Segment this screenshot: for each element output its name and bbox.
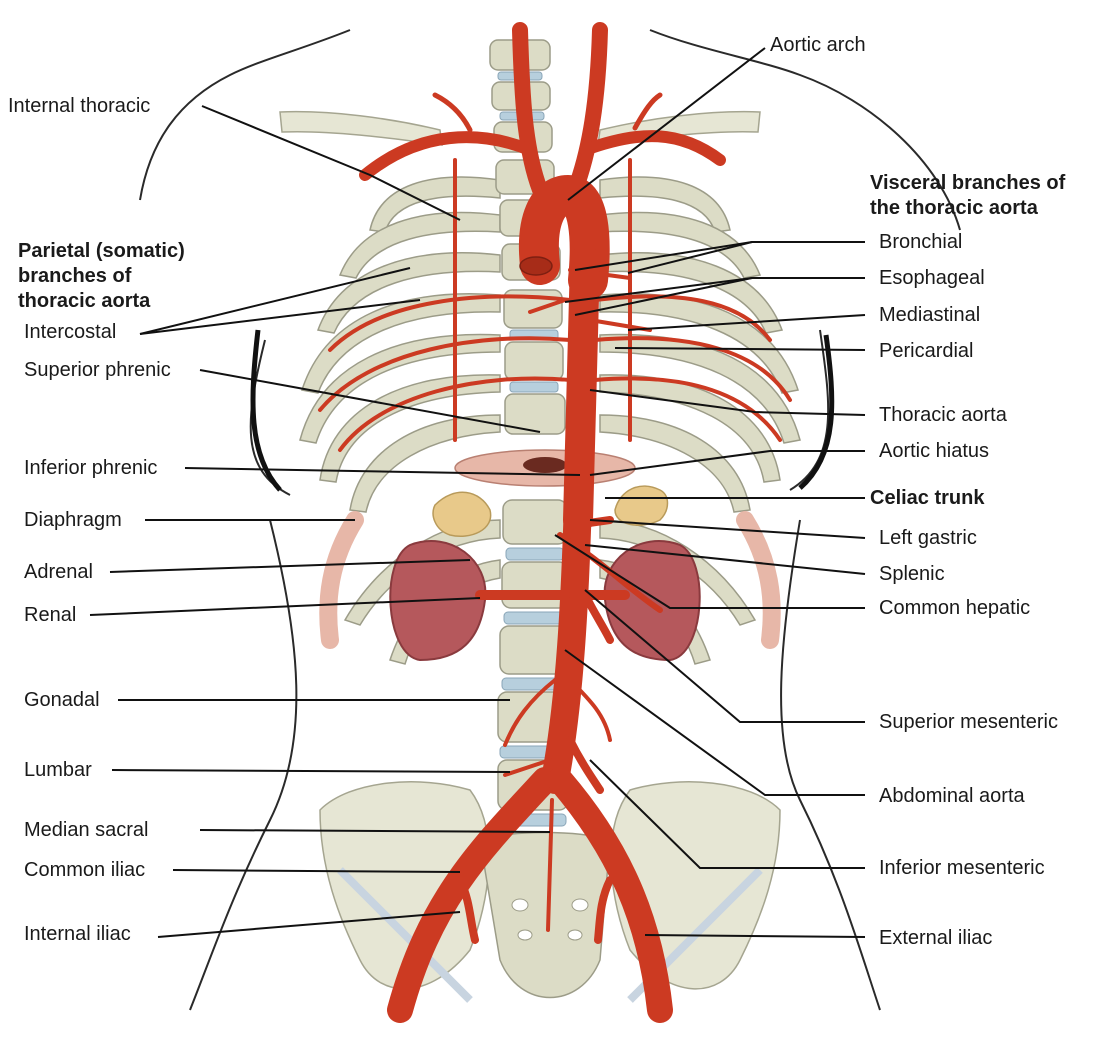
label-superior-phrenic: Superior phrenic <box>24 359 171 381</box>
label-intercostal: Intercostal <box>24 321 117 343</box>
label-thoracic-aorta: Thoracic aorta <box>879 404 1007 426</box>
label-external-iliac: External iliac <box>879 927 993 949</box>
label-internal-thoracic: Internal thoracic <box>8 95 151 117</box>
label-aortic-arch: Aortic arch <box>770 34 866 56</box>
header-parietal-line3: thoracic aorta <box>18 290 151 312</box>
label-aortic-hiatus: Aortic hiatus <box>879 440 990 462</box>
label-inferior-phrenic: Inferior phrenic <box>24 457 158 479</box>
header-visceral-line1: Visceral branches of <box>870 172 1066 194</box>
label-left-gastric: Left gastric <box>879 527 977 549</box>
label-median-sacral: Median sacral <box>24 819 149 841</box>
leader-lines <box>89 47 866 938</box>
header-parietal-line2: branches of <box>18 265 132 287</box>
label-internal-iliac: Internal iliac <box>24 923 131 945</box>
header-parietal-line1: Parietal (somatic) <box>18 240 185 262</box>
label-common-iliac: Common iliac <box>24 859 146 881</box>
label-pericardial: Pericardial <box>879 340 974 362</box>
label-lumbar: Lumbar <box>24 759 92 781</box>
body-outline <box>139 29 961 1011</box>
label-celiac-trunk: Celiac trunk <box>870 487 985 509</box>
header-visceral-line2: the thoracic aorta <box>870 197 1038 219</box>
label-diaphragm: Diaphragm <box>24 509 122 531</box>
label-abdominal-aorta: Abdominal aorta <box>879 785 1025 807</box>
label-renal: Renal <box>24 604 77 626</box>
label-common-hepatic: Common hepatic <box>879 597 1031 619</box>
label-bronchial: Bronchial <box>879 231 963 253</box>
label-esophageal: Esophageal <box>879 267 985 289</box>
label-mediastinal: Mediastinal <box>879 304 981 326</box>
label-splenic: Splenic <box>879 563 945 585</box>
label-superior-mesenteric: Superior mesenteric <box>879 711 1058 733</box>
label-adrenal: Adrenal <box>24 561 93 583</box>
label-inferior-mesenteric: Inferior mesenteric <box>879 857 1045 879</box>
label-gonadal: Gonadal <box>24 689 100 711</box>
